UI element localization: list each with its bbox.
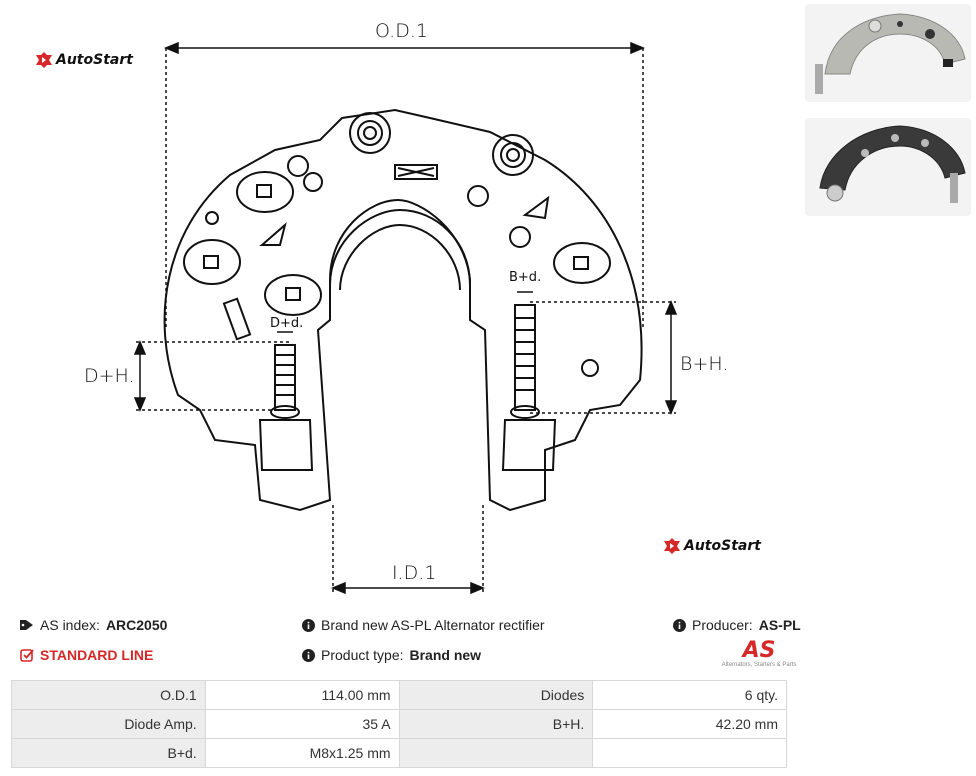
bh-label: B+H. bbox=[680, 353, 729, 375]
table-row: B+d. M8x1.25 mm bbox=[11, 738, 787, 768]
as-pl-logo-mark: AS bbox=[742, 638, 776, 663]
as-pl-logo-subtitle: Alternators, Starters & Parts bbox=[721, 662, 797, 668]
spec-value bbox=[592, 738, 787, 768]
spec-key: B+H. bbox=[398, 709, 594, 739]
spec-value: 42.20 mm bbox=[592, 709, 787, 739]
rectifier-technical-drawing bbox=[133, 41, 678, 595]
autostart-logo-text: AutoStart bbox=[684, 538, 761, 554]
product-type-row: Product type: Brand new bbox=[302, 647, 481, 663]
spec-key: O.D.1 bbox=[11, 680, 206, 710]
check-square-icon bbox=[20, 649, 34, 662]
product-thumbnail-2[interactable] bbox=[805, 118, 971, 216]
rectifier-outline bbox=[163, 108, 643, 512]
spec-value: 114.00 mm bbox=[204, 680, 400, 710]
product-type-value: Brand new bbox=[409, 647, 482, 663]
autostart-logo-bottom: AutoStart bbox=[664, 538, 761, 554]
dd-label: D+d. bbox=[270, 316, 304, 331]
spec-value: 35 A bbox=[204, 709, 400, 739]
autostart-logo-mark-icon bbox=[36, 52, 52, 68]
standard-line-badge: STANDARD LINE bbox=[20, 647, 153, 663]
as-index-value: ARC2050 bbox=[105, 617, 168, 633]
producer-label: Producer: bbox=[692, 617, 753, 633]
as-pl-logo: AS Alternators, Starters & Parts bbox=[714, 638, 804, 669]
id-label: I.D.1 bbox=[392, 562, 437, 584]
spec-value: M8x1.25 mm bbox=[204, 738, 400, 768]
autostart-logo-top: AutoStart bbox=[36, 52, 133, 68]
info-circle-icon bbox=[302, 648, 315, 662]
description-text: Brand new AS-PL Alternator rectifier bbox=[321, 617, 545, 633]
table-row: Diode Amp. 35 A B+H. 42.20 mm bbox=[11, 709, 787, 739]
od-label: O.D.1 bbox=[375, 20, 428, 42]
product-type-label: Product type: bbox=[321, 647, 404, 663]
description-row: Brand new AS-PL Alternator rectifier bbox=[302, 617, 545, 633]
tag-icon bbox=[20, 620, 33, 630]
spec-key: Diodes bbox=[398, 680, 594, 710]
spec-key: Diode Amp. bbox=[11, 709, 206, 739]
spec-key bbox=[398, 738, 594, 768]
product-thumbnail-1[interactable] bbox=[805, 4, 971, 102]
rectifier-photo-dark bbox=[819, 125, 966, 203]
autostart-logo-text: AutoStart bbox=[56, 52, 133, 68]
spec-table: O.D.1 114.00 mm Diodes 6 qty. Diode Amp.… bbox=[11, 680, 787, 768]
info-circle-icon bbox=[302, 618, 315, 632]
info-circle-icon bbox=[673, 618, 686, 632]
autostart-logo-mark-icon bbox=[664, 538, 680, 554]
spec-value: 6 qty. bbox=[592, 680, 787, 710]
standard-line-text: STANDARD LINE bbox=[40, 647, 154, 663]
rectifier-photo-silver bbox=[815, 13, 966, 94]
as-index-label: AS index: bbox=[40, 617, 100, 633]
producer-value: AS-PL bbox=[758, 617, 801, 633]
dh-label: D+H. bbox=[84, 365, 135, 387]
bd-label: B+d. bbox=[509, 270, 542, 285]
spec-key: B+d. bbox=[11, 738, 206, 768]
table-row: O.D.1 114.00 mm Diodes 6 qty. bbox=[11, 680, 787, 710]
as-index-row: AS index: ARC2050 bbox=[20, 617, 167, 633]
producer-row: Producer: AS-PL bbox=[673, 617, 801, 633]
